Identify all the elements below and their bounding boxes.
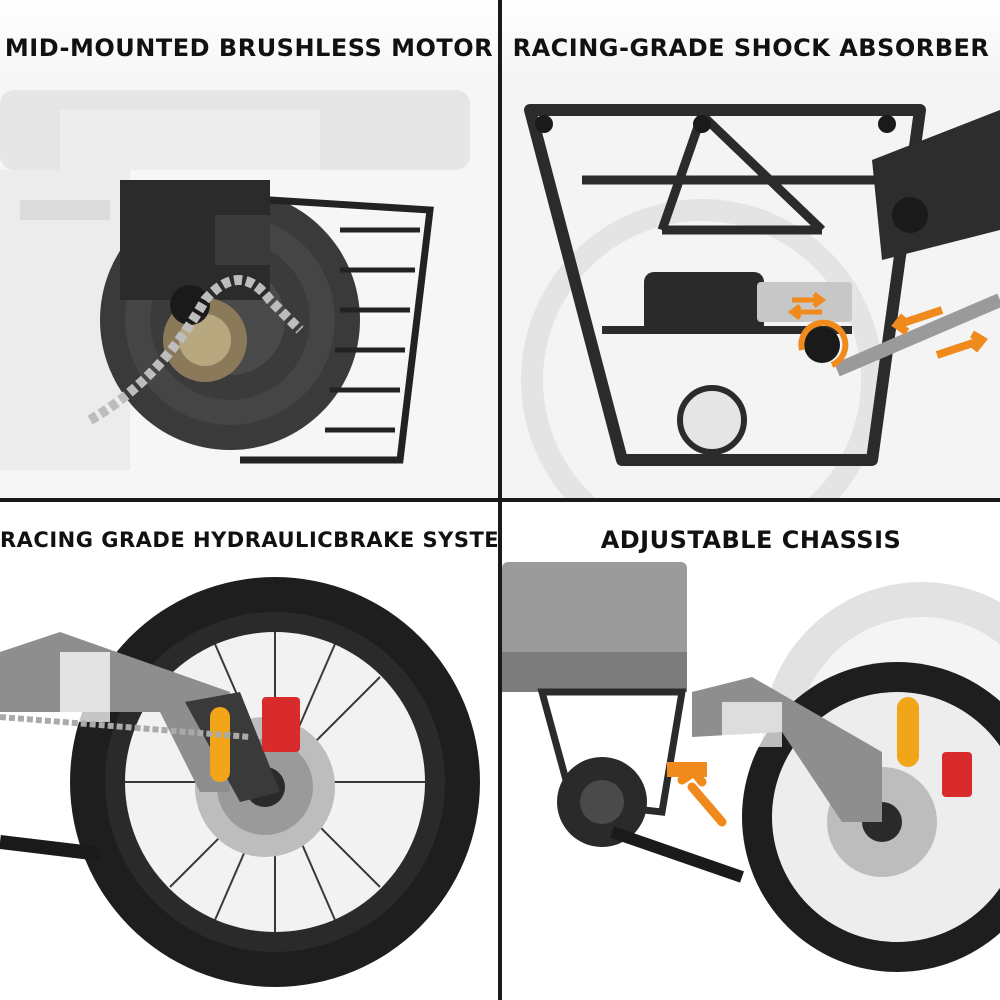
panel-title: RACING-GRADE SHOCK ABSORBER [512, 34, 990, 62]
hydraulic-brake-illustration [0, 502, 498, 1000]
panel-brushless-motor: MID-MOUNTED BRUSHLESS MOTOR [0, 0, 498, 498]
brushless-motor-illustration [0, 90, 470, 470]
panel-title: MID-MOUNTED BRUSHLESS MOTOR [4, 34, 494, 62]
panel-title: ADJUSTABLE CHASSIS [600, 526, 902, 554]
panel-shock-absorber: RACING-GRADE SHOCK ABSORBER [502, 0, 1000, 498]
panel-adjustable-chassis: ADJUSTABLE CHASSIS [502, 502, 1000, 1000]
adjustable-chassis-illustration [502, 502, 1000, 1000]
shock-absorber-illustration [502, 0, 1000, 498]
panel-title: RACING GRADE HYDRAULICBRAKE SYSTEM [0, 528, 498, 552]
horizontal-divider [0, 498, 1000, 502]
panel-hydraulic-brake: RACING GRADE HYDRAULICBRAKE SYSTEM [0, 502, 498, 1000]
